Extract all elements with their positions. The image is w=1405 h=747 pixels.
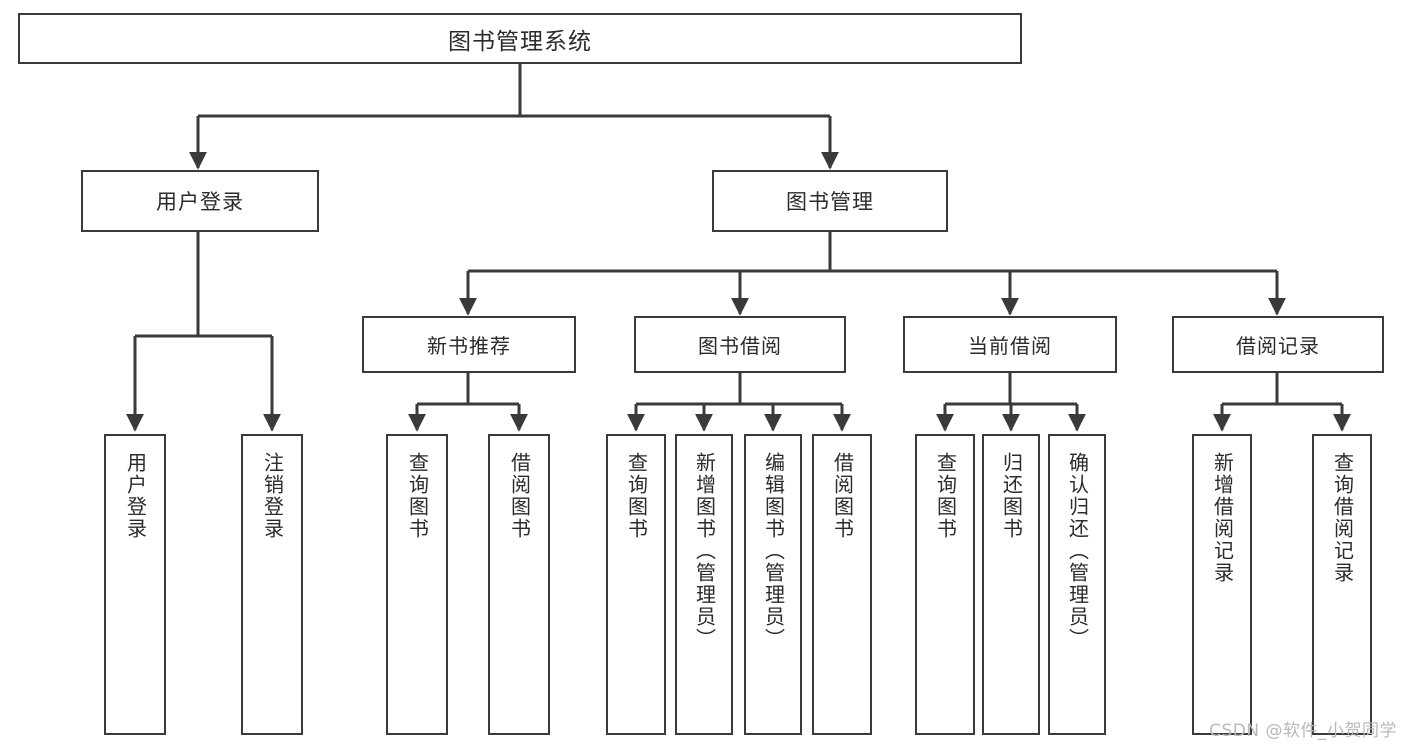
leaf-book-borrow-query-book[interactable]: 查询图书 bbox=[606, 434, 666, 735]
node-current-borrow[interactable]: 当前借阅 bbox=[903, 316, 1117, 373]
node-root-book-management-system[interactable]: 图书管理系统 bbox=[18, 13, 1022, 64]
watermark-text: CSDN @软件_小贺同学 bbox=[1209, 721, 1397, 741]
node-new-book-recommend-label: 新书推荐 bbox=[427, 334, 511, 358]
leaf-label: 新增借阅记录 bbox=[1210, 452, 1235, 584]
leaf-new-book-borrow-book[interactable]: 借阅图书 bbox=[488, 434, 550, 735]
leaf-label: 查询图书 bbox=[624, 452, 649, 540]
node-book-borrow[interactable]: 图书借阅 bbox=[634, 316, 846, 373]
node-book-borrow-label: 图书借阅 bbox=[698, 334, 782, 358]
leaf-label: 借阅图书 bbox=[830, 452, 855, 540]
node-current-borrow-label: 当前借阅 bbox=[968, 334, 1052, 358]
leaf-label: 用户登录 bbox=[123, 452, 148, 540]
leaf-label: 借阅图书 bbox=[507, 452, 532, 540]
leaf-label: 查询图书 bbox=[933, 452, 958, 540]
node-user-login-label: 用户登录 bbox=[156, 190, 244, 214]
leaf-label: 查询借阅记录 bbox=[1330, 452, 1355, 584]
node-book-management-label: 图书管理 bbox=[786, 190, 874, 214]
node-borrow-record[interactable]: 借阅记录 bbox=[1172, 316, 1384, 373]
leaf-user-login-logout[interactable]: 注销登录 bbox=[241, 434, 303, 735]
leaf-book-borrow-add-book-admin[interactable]: 新增图书（管理员） bbox=[675, 434, 733, 735]
leaf-user-login-login[interactable]: 用户登录 bbox=[104, 434, 166, 735]
leaf-borrow-record-query-record[interactable]: 查询借阅记录 bbox=[1312, 434, 1372, 735]
leaf-current-borrow-query-book[interactable]: 查询图书 bbox=[915, 434, 975, 735]
node-user-login[interactable]: 用户登录 bbox=[81, 170, 319, 232]
leaf-current-borrow-return-book[interactable]: 归还图书 bbox=[982, 434, 1040, 735]
node-root-label: 图书管理系统 bbox=[448, 28, 592, 55]
leaf-borrow-record-add-record[interactable]: 新增借阅记录 bbox=[1192, 434, 1252, 735]
leaf-current-borrow-confirm-return-admin[interactable]: 确认归还（管理员） bbox=[1048, 434, 1106, 735]
leaf-book-borrow-borrow-book[interactable]: 借阅图书 bbox=[812, 434, 872, 735]
leaf-new-book-query-book[interactable]: 查询图书 bbox=[386, 434, 448, 735]
node-new-book-recommend[interactable]: 新书推荐 bbox=[362, 316, 576, 373]
leaf-label: 注销登录 bbox=[260, 452, 285, 540]
leaf-label: 查询图书 bbox=[405, 452, 430, 540]
leaf-label: 确认归还（管理员） bbox=[1065, 452, 1090, 650]
node-book-management[interactable]: 图书管理 bbox=[712, 170, 948, 232]
leaf-label: 新增图书（管理员） bbox=[692, 452, 717, 650]
leaf-book-borrow-edit-book-admin[interactable]: 编辑图书（管理员） bbox=[744, 434, 802, 735]
leaf-label: 归还图书 bbox=[999, 452, 1024, 540]
leaf-label: 编辑图书（管理员） bbox=[761, 452, 786, 650]
node-borrow-record-label: 借阅记录 bbox=[1236, 334, 1320, 358]
